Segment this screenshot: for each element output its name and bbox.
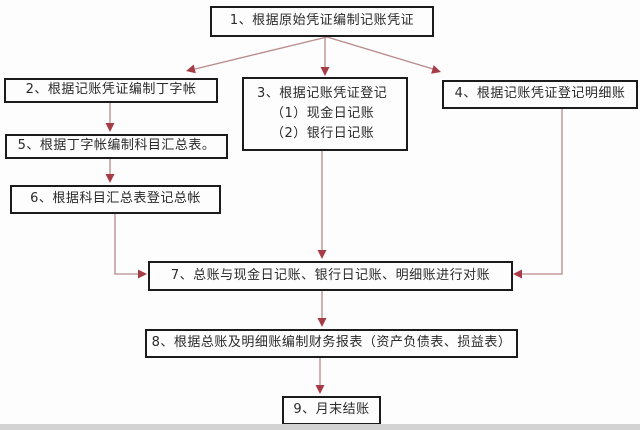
flow-node-7-label: 7、总账与现金日记账、银行日记账、明细账进行对账: [170, 267, 491, 283]
arrowhead-6-7: [138, 269, 147, 279]
flow-node-2: 2、根据记账凭证编制丁字帐: [4, 78, 218, 103]
flow-node-4: 4、根据记账凭证登记明细账: [442, 80, 638, 109]
connector-6-7: [114, 214, 138, 275]
flow-node-2-label: 2、根据记账凭证编制丁字帐: [25, 82, 197, 98]
flow-node-5-label: 5、根据丁字帐编制科目汇总表。: [17, 138, 216, 154]
arrowhead-1-3: [320, 67, 330, 76]
flow-node-9: 9、月末结账: [282, 396, 381, 425]
flow-node-3-subline-2: （2）银行日记账: [271, 126, 375, 142]
flow-node-7: 7、总账与现金日记账、银行日记账、明细账进行对账: [148, 261, 513, 291]
image-bottom-edge: [0, 424, 640, 430]
connector-1-2: [194, 36, 328, 70]
connector-1-4: [326, 36, 434, 70]
arrowhead-8-9: [315, 385, 325, 394]
arrowhead-2-5: [105, 123, 115, 132]
flow-node-9-label: 9、月末结账: [293, 402, 370, 418]
flow-node-3-subline-1: （1）现金日记账: [271, 105, 375, 121]
flow-node-1-label: 1、根据原始凭证编制记账凭证: [229, 13, 415, 29]
flow-node-4-label: 4、根据记账凭证登记明细账: [454, 86, 626, 102]
arrowhead-4-7: [513, 269, 522, 279]
arrowhead-5-6: [105, 174, 115, 183]
flow-node-8: 8、根据总账及明细账编制财务报表（资产负债表、损益表）: [145, 329, 518, 358]
arrowhead-7-8: [317, 318, 327, 327]
flow-node-6-label: 6、根据科目汇总表登记总帐: [30, 191, 201, 207]
arrowhead-3-7: [317, 250, 327, 259]
flow-node-1: 1、根据原始凭证编制记账凭证: [210, 6, 434, 37]
arrowhead-1-4: [431, 65, 441, 74]
arrowhead-1-2: [186, 64, 196, 74]
flow-node-3: 3、根据记账凭证登记 （1）现金日记账 （2）银行日记账: [242, 77, 408, 151]
flow-node-3-label: 3、根据记账凭证登记: [257, 85, 388, 101]
connector-4-7: [522, 109, 563, 275]
flow-node-6: 6、根据科目汇总表登记总帐: [10, 185, 221, 214]
flow-node-5: 5、根据丁字帐编制科目汇总表。: [5, 134, 228, 159]
flow-node-8-label: 8、根据总账及明细账编制财务报表（资产负债表、损益表）: [151, 335, 512, 351]
